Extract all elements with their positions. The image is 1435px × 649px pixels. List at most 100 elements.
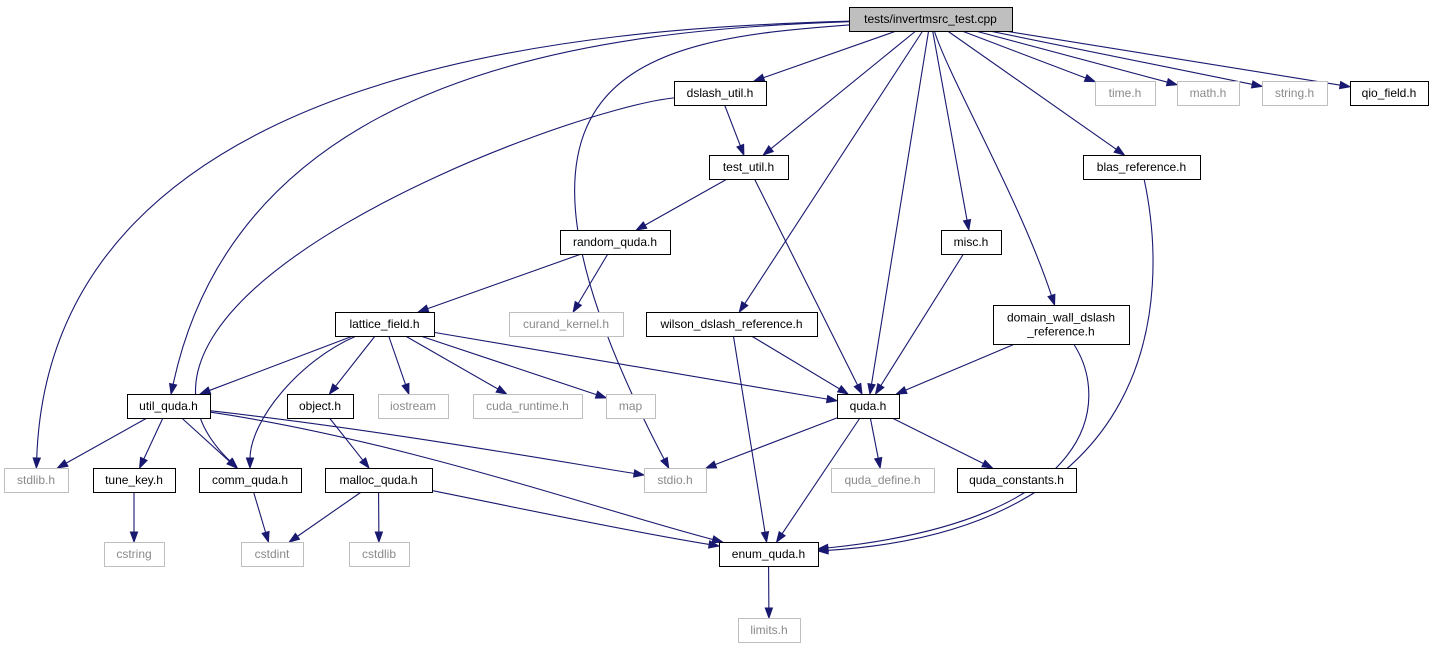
node-label: cstdlib (362, 547, 396, 561)
node-object[interactable]: object.h (287, 394, 354, 419)
edge-comm_quda-to-cstdint (253, 491, 270, 544)
node-iostream: iostream (378, 394, 449, 419)
node-enum-quda[interactable]: enum_quda.h (719, 542, 819, 567)
node-label: util_quda.h (139, 399, 198, 413)
edge-root-to-test_util (762, 30, 917, 156)
node-quda-constants[interactable]: quda_constants.h (957, 468, 1077, 493)
edge-domain_wall-to-enum_quda (816, 343, 1090, 553)
node-label: math.h (1190, 86, 1227, 100)
edge-util_quda-to-stdlib (56, 417, 148, 469)
node-label: qio_field.h (1362, 86, 1417, 100)
node-label: wilson_dslash_reference.h (659, 317, 802, 331)
node-label: domain_wall_dslash (1007, 311, 1115, 325)
edge-util_quda-to-comm_quda (181, 417, 238, 469)
edge-util_quda-to-enum_quda (209, 411, 724, 544)
node-wilson-dslash-reference[interactable]: wilson_dslash_reference.h (646, 312, 818, 337)
node-quda-define: quda_define.h (831, 468, 935, 493)
node-label: tune_key.h (105, 473, 163, 487)
edge-quda-to-enum_quda (775, 417, 861, 544)
node-cstdlib: cstdlib (349, 542, 410, 567)
node-label: blas_reference.h (1097, 160, 1186, 174)
node-qio-field[interactable]: qio_field.h (1350, 81, 1429, 106)
node-cstring: cstring (104, 542, 165, 567)
node-label: test_util.h (723, 160, 774, 174)
node-label: object.h (299, 399, 341, 413)
node-util-quda[interactable]: util_quda.h (127, 394, 211, 419)
node-label: stdio.h (657, 473, 692, 487)
node-label: random_quda.h (573, 235, 657, 249)
edge-tune_key-to-cstring (129, 492, 139, 544)
node-label: quda_define.h (844, 473, 920, 487)
node-label: quda.h (850, 399, 887, 413)
node-math: math.h (1177, 81, 1240, 106)
node-stdlib: stdlib.h (4, 468, 69, 493)
edge-malloc_quda-to-cstdint (288, 491, 362, 543)
node-label: iostream (390, 399, 436, 413)
edge-quda-to-stdio (704, 417, 838, 469)
include-edges (32, 20, 1352, 620)
edge-root-to-misc (932, 30, 972, 232)
edge-util_quda-to-tune_key (138, 417, 164, 470)
node-dslash-util[interactable]: dslash_util.h (674, 81, 767, 106)
node-quda[interactable]: quda.h (837, 394, 900, 419)
edge-lattice_field-to-iostream (388, 335, 410, 396)
node-label: tests/invertmsrc_test.cpp (864, 12, 997, 26)
edge-wilson_dslash_reference-to-quda (751, 335, 850, 395)
edge-enum_quda-to-limits (764, 565, 774, 620)
node-misc[interactable]: misc.h (941, 230, 1002, 255)
node-test-util[interactable]: test_util.h (709, 155, 789, 180)
edge-test_util-to-quda (754, 178, 863, 396)
node-comm-quda[interactable]: comm_quda.h (199, 468, 302, 493)
edge-root-to-dslash_util (752, 30, 897, 82)
node-limits: limits.h (738, 618, 801, 643)
node-label: time.h (1109, 86, 1142, 100)
node-root[interactable]: tests/invertmsrc_test.cpp (849, 7, 1013, 32)
edge-test_util-to-random_quda (635, 178, 728, 231)
edge-root-to-quda (867, 30, 930, 396)
edge-util_quda-to-stdio (209, 410, 646, 478)
node-label: map (619, 399, 643, 413)
node-label: lattice_field.h (349, 317, 419, 331)
node-domain-wall[interactable]: domain_wall_dslash_reference.h (993, 305, 1130, 345)
node-label: _reference.h (1026, 325, 1094, 339)
node-label: cuda_runtime.h (486, 399, 569, 413)
node-random-quda[interactable]: random_quda.h (560, 230, 671, 255)
node-label: cstdint (255, 547, 290, 561)
edge-random_quda-to-lattice_field (416, 253, 582, 313)
node-malloc-quda[interactable]: malloc_quda.h (325, 468, 433, 493)
edge-domain_wall-to-quda (895, 343, 1016, 395)
node-label: string.h (1275, 86, 1314, 100)
edge-lattice_field-to-quda (433, 331, 839, 404)
edge-lattice_field-to-map (420, 335, 608, 399)
edge-root-to-util_quda (169, 21, 850, 396)
node-label: enum_quda.h (732, 547, 805, 561)
node-cuda-runtime: cuda_runtime.h (473, 394, 583, 419)
edge-lattice_field-to-util_quda (198, 335, 354, 395)
edge-lattice_field-to-comm_quda (245, 335, 357, 470)
node-tune-key[interactable]: tune_key.h (93, 468, 176, 493)
edge-root-to-wilson_dslash_reference (738, 30, 924, 314)
edge-root-to-qio_field (1004, 30, 1352, 90)
node-cstdint: cstdint (241, 542, 304, 567)
edge-lattice_field-to-object (328, 335, 376, 396)
node-label: curand_kernel.h (523, 317, 609, 331)
edge-root-to-blas_reference (947, 30, 1126, 156)
edge-root-to-time (961, 30, 1097, 83)
edge-quda-to-quda_define (869, 417, 883, 470)
edge-wilson_dslash_reference-to-enum_quda (732, 335, 770, 544)
node-blas-reference[interactable]: blas_reference.h (1083, 155, 1201, 180)
node-label: quda_constants.h (969, 473, 1064, 487)
node-stdio: stdio.h (644, 468, 707, 493)
node-label: cstring (116, 547, 151, 561)
node-lattice-field[interactable]: lattice_field.h (335, 312, 435, 337)
node-label: misc.h (954, 235, 989, 249)
node-string: string.h (1262, 81, 1328, 106)
edge-dslash_util-to-test_util (724, 104, 745, 157)
include-nodes: tests/invertmsrc_test.cpp dslash_util.h ti… (4, 7, 1429, 643)
edge-malloc_quda-to-enum_quda (431, 490, 721, 549)
edge-root-to-math (975, 30, 1179, 87)
edge-object-to-malloc_quda (329, 417, 370, 470)
edge-quda-to-quda_constants (891, 417, 994, 469)
edge-malloc_quda-to-cstdlib (374, 491, 384, 544)
edge-random_quda-to-curand_kernel (572, 253, 609, 314)
